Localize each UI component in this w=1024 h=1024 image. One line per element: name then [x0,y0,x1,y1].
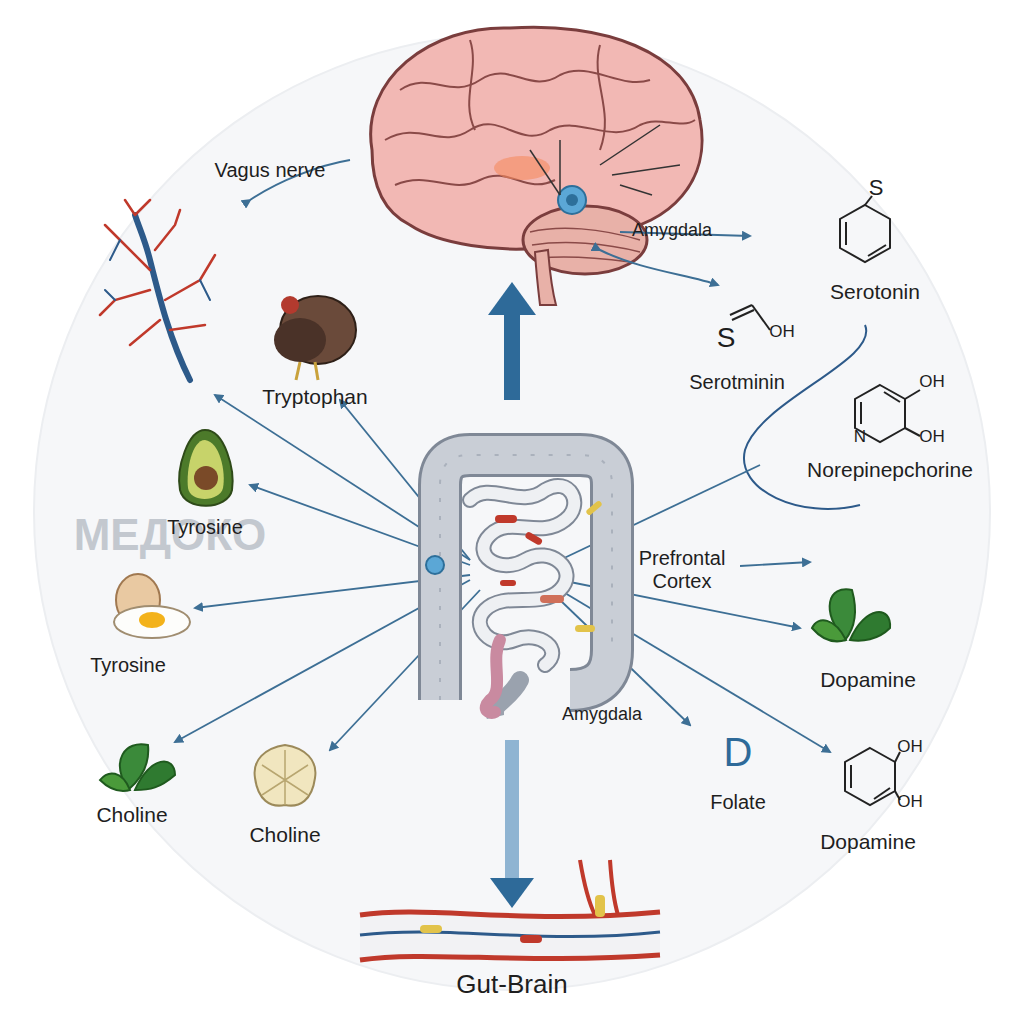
turkey-icon [274,296,356,380]
atom-symbol: S [717,322,736,354]
vessel-tree [100,200,215,380]
vitamin-letter: D [724,729,753,775]
atom-symbol: OH [919,427,945,447]
brain-illustration [371,27,702,305]
gut-illustration [426,455,612,715]
nutrient-label: Tyrosine [167,516,243,539]
atom-symbol: S [869,175,884,200]
egg-icon [114,574,190,638]
region-label: Amygdala [632,220,712,241]
compound-label: Dopamine [820,830,916,854]
spinach-icon [812,589,890,641]
region-label: Prefrontal Cortex [627,547,737,593]
flow-arrows [250,160,866,908]
atom-symbol: OH [769,322,795,342]
region-label: Amygdala [562,704,642,725]
chemical-structure [730,196,920,805]
nutrient-label: Tryptophan [262,385,367,409]
compound-label: Serotminin [689,371,785,394]
blood-vessel [360,860,660,960]
nutrient-label: Choline [96,803,167,827]
avocado-icon [179,430,232,506]
nutrient-label: Folate [710,791,766,814]
background-circle [34,34,990,990]
nutrient-label: Choline [249,823,320,847]
caption: Gut-Brain [456,970,567,1000]
atom-symbol: OH [919,372,945,392]
nutrient-label: Tyrosine [90,654,166,677]
atom-symbol: OH [897,792,923,812]
gut-leader-lines [175,395,830,752]
spinach-icon [100,744,175,791]
compound-label: Dopamine [820,668,916,692]
atom-symbol: OH [897,737,923,757]
choline-icon [255,745,316,806]
atom-symbol: N [854,427,866,447]
compound-label: Serotonin [830,280,920,304]
nerve-label: Vagus nerve [215,159,326,182]
compound-label: Norepinepchorine [807,458,973,482]
